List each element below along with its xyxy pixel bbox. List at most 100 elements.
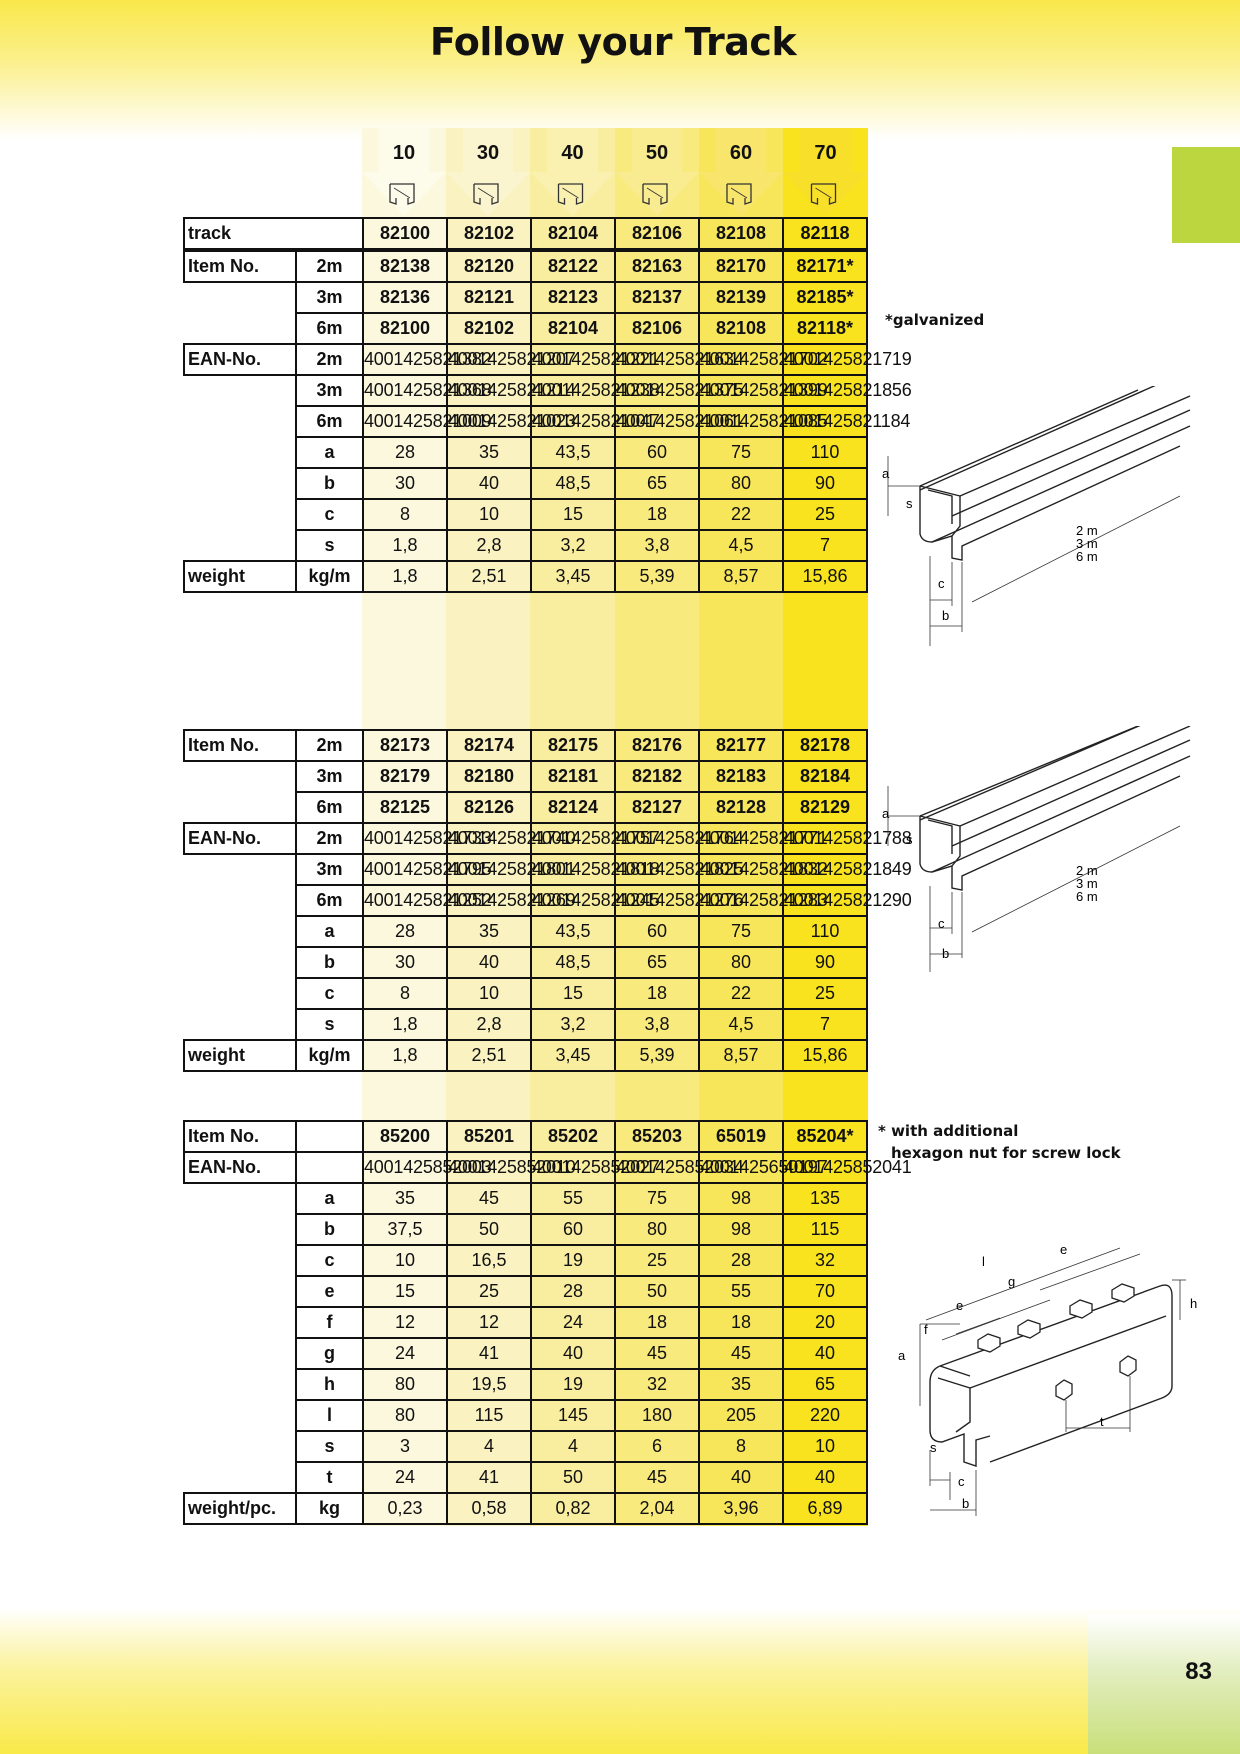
dimension-cell: 48,5 [530,946,616,979]
ean-cell: 4001425821788 [782,822,912,855]
dimension-cell: 3 [362,1430,448,1463]
empty-cell [184,1307,297,1338]
dimension-cell: 60 [614,915,700,948]
dimension-cell: 2,8 [446,529,532,562]
dimension-cell: 50 [530,1461,616,1494]
length-label: 6 m [1076,549,1098,564]
length-label: 6m [295,884,364,917]
dimension-cell: 8 [362,498,448,531]
column-header-1: 30 [446,128,530,216]
dimension-cell: 45 [698,1337,784,1370]
dimension-cell: 32 [614,1368,700,1401]
item-cell: 85203 [614,1120,700,1153]
dimension-key: c [295,498,364,531]
dimension-cell: 110 [782,436,868,469]
ean-cell: 4001425821757 [530,822,660,855]
ean-cell: 4001425821184 [782,405,910,438]
weight-cell: 1,8 [362,1039,448,1072]
header-gradient [0,0,1240,140]
dimension-cell: 7 [782,529,868,562]
weight-cell: 15,86 [782,560,868,593]
arrow-icon [446,128,530,216]
length-label: 3m [295,281,364,314]
dim-label: b [942,946,949,961]
item-cell: 82129 [782,791,868,824]
empty-cell [184,761,297,792]
ean-cell: 4001425821849 [782,853,912,886]
item-cell: 82178 [782,729,868,762]
dimension-cell: 40 [698,1461,784,1494]
dimension-key: s [295,1430,364,1463]
length-label: 6m [295,312,364,345]
dim-label: f [924,1322,928,1337]
dimension-cell: 65 [614,946,700,979]
dim-label: e [1060,1242,1067,1257]
dimension-cell: 20 [782,1306,868,1339]
arrow-icon [699,128,783,216]
empty-cell [184,978,297,1009]
dimension-cell: 80 [698,467,784,500]
item-cell: 82139 [698,281,784,314]
dimension-cell: 205 [698,1399,784,1432]
dimension-cell: 18 [698,1306,784,1339]
empty-cell [184,1431,297,1462]
dimension-cell: 145 [530,1399,616,1432]
track-cell: 82100 [362,217,448,252]
dimension-cell: 30 [362,467,448,500]
item-cell: 82128 [698,791,784,824]
dimension-cell: 19 [530,1244,616,1277]
empty-cell [184,1462,297,1493]
ean-cell: 4001425821009 [362,405,492,438]
arrow-icon [783,128,868,216]
dimension-cell: 25 [614,1244,700,1277]
dimension-cell: 43,5 [530,915,616,948]
dimension-key: b [295,467,364,500]
item-cell: 82118* [782,312,868,345]
dimension-cell: 35 [446,436,532,469]
column-size: 10 [392,142,416,164]
arrow-icon [362,128,446,216]
dimension-cell: 45 [614,1461,700,1494]
empty-cell [295,1151,364,1184]
item-cell: 82180 [446,760,532,793]
dim-label: a [882,806,890,821]
dimension-cell: 98 [698,1213,784,1246]
ean-cell: 4001425821719 [782,343,912,376]
dimension-cell: 75 [698,915,784,948]
dimension-cell: 22 [698,498,784,531]
dimension-cell: 80 [614,1213,700,1246]
unit-label: kg [295,1492,364,1525]
empty-cell [184,1276,297,1307]
item-cell: 82104 [530,312,616,345]
column-header-5: 70 [783,128,868,216]
empty-cell [184,885,297,916]
length-label: 2 m [1076,863,1098,878]
dimension-key: l [295,1399,364,1432]
ean-cell: 4001425821733 [362,822,492,855]
dim-label: a [898,1348,906,1363]
galvanized-note: *galvanized [885,311,985,329]
item-cell: 82179 [362,760,448,793]
footer-gradient [0,1608,1240,1754]
dimension-cell: 60 [614,436,700,469]
item-cell: 82176 [614,729,700,762]
column-size: 60 [729,142,753,164]
ean-cell: 4001425852041 [782,1151,912,1184]
empty-cell [295,1120,364,1153]
ean-cell: 4001425821832 [698,853,828,886]
dimension-cell: 4,5 [698,529,784,562]
ean-cell: 4001425821283 [698,884,828,917]
dimension-key: b [295,1213,364,1246]
weight-cell: 2,51 [446,560,532,593]
ean-cell: 4001425821634 [614,343,744,376]
ean-cell: 4001425821252 [362,884,492,917]
